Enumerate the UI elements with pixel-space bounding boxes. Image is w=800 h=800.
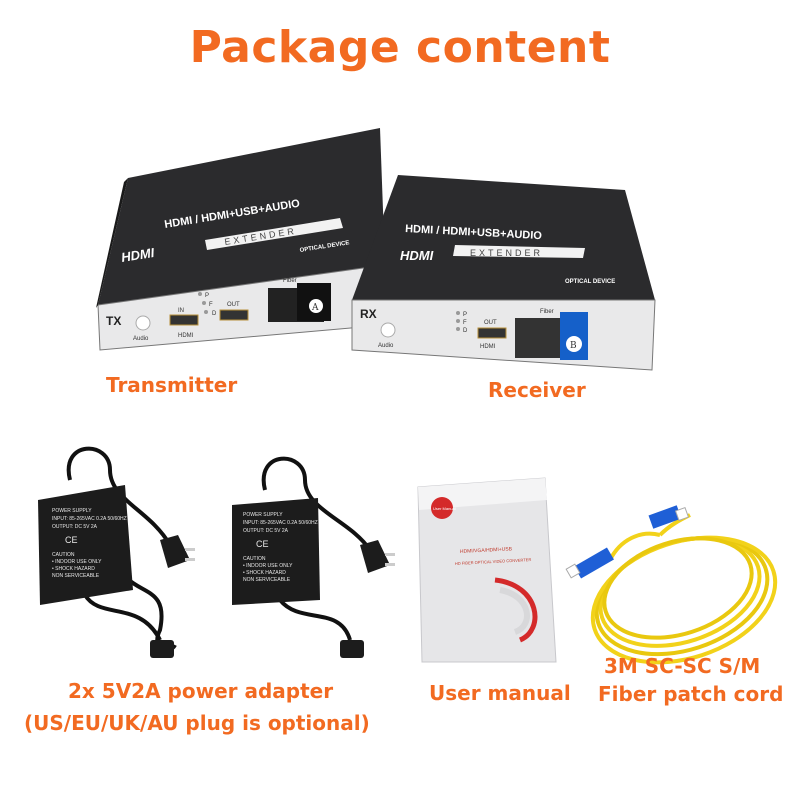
pw1-plate-caution: CAUTION (52, 552, 75, 558)
rx-sub-text: EXTENDER (470, 248, 543, 258)
tx-led-f: F (209, 302, 213, 308)
receiver-label: Receiver (488, 378, 586, 402)
rx-led-d: D (463, 328, 468, 334)
tx-audio-label: Audio (133, 336, 149, 342)
pw2-plate-caution: CAUTION (243, 556, 266, 562)
manual-strip2: HD FIBER OPTICAL VIDEO CONVERTER (455, 557, 532, 566)
page-title: Package content (189, 22, 611, 73)
tx-fiber-label: Fiber (283, 278, 297, 284)
pw1-plate-input: INPUT: 85-265VAC 0.2A 50/60HZ (52, 516, 127, 522)
tx-port-in: IN (178, 308, 184, 314)
rx-fiber-label: Fiber (540, 309, 554, 315)
manual-strip1: HDMI/VGA/HDMI+USB (460, 546, 513, 555)
pw2-plate-c3: NON SERVICEABLE (243, 577, 291, 583)
pw2-plate-title: POWER SUPPLY (243, 512, 283, 518)
transmitter-label: Transmitter (106, 373, 238, 397)
tx-led-p: P (205, 293, 209, 299)
pw2-plate-output: OUTPUT: DC 5V 2A (243, 528, 289, 534)
user-manual-label: User manual (429, 681, 571, 705)
rx-port-out: OUT (484, 320, 497, 326)
rx-marker: B (570, 341, 577, 351)
pw1-plate-output: OUTPUT: DC 5V 2A (52, 524, 98, 530)
pw2-plate-c1: • INDOOR USE ONLY (243, 563, 293, 569)
fiber-cord-label-line2: Fiber patch cord (598, 682, 784, 706)
rx-audio-label: Audio (378, 343, 394, 349)
tx-marker: A (311, 303, 319, 313)
pw2-plate-c2: • SHOCK HAZARD (243, 570, 286, 576)
rx-brand-logo: HDMI (400, 248, 434, 263)
pw1-plate-ce: CE (65, 535, 78, 545)
manual-badge: User Manual (433, 506, 456, 511)
pw1-plate-c2: • SHOCK HAZARD (52, 566, 95, 572)
tx-port-label: HDMI (178, 333, 194, 339)
pw1-plate-c1: • INDOOR USE ONLY (52, 559, 102, 565)
pw1-plate-title: POWER SUPPLY (52, 508, 92, 514)
fiber-patch-cord (565, 505, 778, 665)
tx-led-d: D (212, 311, 217, 317)
rx-port-label: HDMI (480, 344, 496, 350)
user-manual: User Manual HDMI/VGA/HDMI+USB HD FIBER O… (417, 477, 557, 663)
fiber-cord-label-line1: 3M SC-SC S/M (604, 654, 761, 678)
power-adapter-label: 2x 5V2A power adapter (68, 679, 334, 703)
pw2-plate-input: INPUT: 85-265VAC 0.2A 50/60HZ (243, 520, 318, 526)
rx-panel-label: RX (360, 307, 377, 321)
power-adapter-plug-note: (US/EU/UK/AU plug is optional) (24, 711, 370, 735)
power-adapter-2: POWER SUPPLY INPUT: 85-265VAC 0.2A 50/60… (232, 456, 395, 658)
rx-optical-text: OPTICAL DEVICE (565, 279, 615, 285)
tx-port-out: OUT (227, 302, 240, 308)
pw1-plate-c3: NON SERVICEABLE (52, 573, 100, 579)
receiver-device: HDMI / HDMI+USB+AUDIO EXTENDER HDMI OPTI… (351, 175, 656, 371)
pw2-plate-ce: CE (256, 539, 269, 549)
tx-brand-logo: HDMI (120, 245, 156, 265)
transmitter-device: HDMI / HDMI+USB+AUDIO EXTENDER HDMI OPTI… (96, 128, 386, 351)
tx-panel-label: TX (106, 314, 121, 328)
rx-led-f: F (463, 320, 467, 326)
power-adapter-1: POWER SUPPLY INPUT: 85-265VAC 0.2A 50/60… (38, 446, 195, 658)
rx-led-p: P (463, 312, 467, 318)
